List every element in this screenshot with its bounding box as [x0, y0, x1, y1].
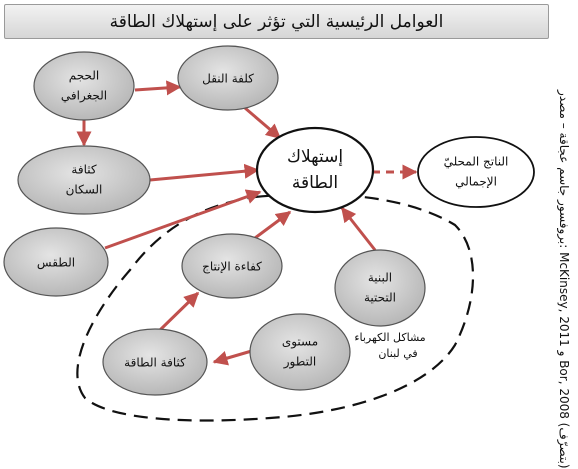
arrow-transport-to-consumption	[244, 106, 282, 140]
svg-text:كفاءة الإنتاج: كفاءة الإنتاج	[202, 260, 262, 274]
svg-text:مشاكل الكهرباء: مشاكل الكهرباء	[354, 331, 425, 344]
arrow-efficiency-to-consumption	[254, 210, 292, 240]
node-production-efficiency: كفاءة الإنتاج	[181, 233, 283, 299]
energy-factors-diagram: الحجم الجغرافي كلفة النقل كثافة السكان ا…	[3, 45, 535, 422]
node-weather: الطقس	[3, 227, 109, 297]
node-gdp: الناتج المحليّ الإجمالي	[417, 136, 535, 208]
svg-text:إستهلاك: إستهلاك	[287, 147, 343, 167]
svg-text:كلفة النقل: كلفة النقل	[202, 72, 254, 86]
diagram-title: العوامل الرئيسية التي تؤثر على إستهلاك ا…	[4, 4, 549, 39]
svg-text:في لبنان: في لبنان	[378, 347, 417, 360]
node-development-level: مستوى التطور	[249, 313, 351, 391]
arrow-development-to-energy-density	[212, 348, 256, 366]
svg-text:الطقس: الطقس	[37, 256, 75, 271]
lebanon-electricity-group-boundary	[76, 193, 475, 422]
svg-text:مستوى: مستوى	[282, 335, 318, 350]
svg-text:البنية: البنية	[368, 271, 392, 285]
svg-text:كثافة: كثافة	[71, 163, 96, 177]
node-infrastructure: البنية التحتية	[334, 249, 426, 327]
svg-text:الطاقة: الطاقة	[292, 173, 338, 193]
svg-text:الإجمالي: الإجمالي	[455, 175, 497, 189]
source-note: بروفسور جاسم عجاقة – مصدر: McKinsey, 201…	[557, 90, 571, 469]
svg-text:الحجم: الحجم	[69, 69, 99, 83]
arrow-size-to-transport	[134, 80, 182, 96]
svg-text:الجغرافي: الجغرافي	[61, 89, 107, 104]
node-geographic-size: الحجم الجغرافي	[33, 51, 135, 121]
svg-text:الناتج المحليّ: الناتج المحليّ	[444, 155, 509, 169]
node-transport-cost: كلفة النقل	[177, 45, 279, 111]
node-population-density: كثافة السكان	[17, 145, 151, 215]
node-energy-consumption: إستهلاك الطاقة	[255, 126, 375, 214]
lebanon-electricity-annotation: مشاكل الكهرباء في لبنان	[354, 331, 425, 360]
svg-text:التطور: التطور	[283, 355, 316, 370]
arrow-energy-density-to-efficiency	[158, 291, 200, 332]
arrow-infrastructure-to-consumption	[340, 206, 377, 251]
arrow-weather-to-consumption	[104, 189, 262, 250]
svg-text:السكان: السكان	[66, 183, 103, 197]
node-energy-density: كثافة الطاقة	[102, 328, 208, 396]
svg-text:التحتية: التحتية	[364, 291, 396, 305]
svg-text:كثافة الطاقة: كثافة الطاقة	[124, 356, 186, 370]
arrow-density-to-consumption	[149, 163, 260, 182]
